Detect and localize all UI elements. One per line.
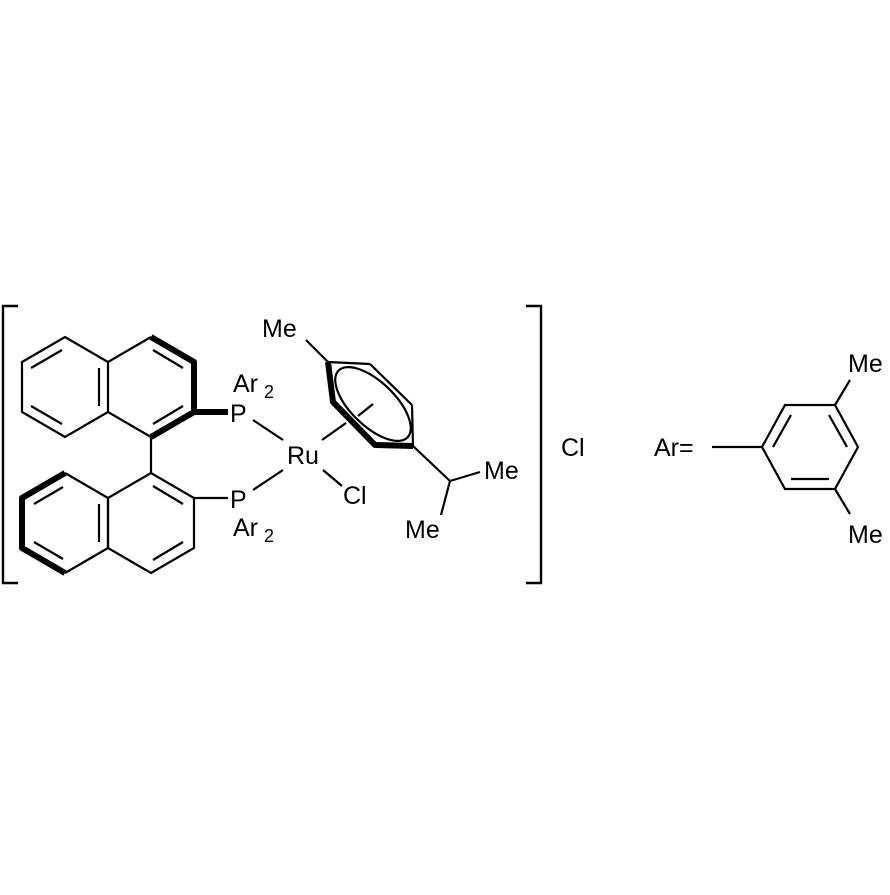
upper-naphthyl-ring-a	[20, 335, 110, 439]
ar-text: Ar	[233, 370, 258, 398]
upper-par2-label: Ar 2 P	[230, 370, 274, 428]
aryl-methyl-bond-top	[834, 379, 851, 406]
dimethylphenyl-ring	[760, 403, 860, 491]
methyl-label: Me	[848, 350, 883, 378]
isopropyl-group	[412, 445, 481, 516]
p-ru-bond-upper	[252, 419, 284, 441]
phosphorus-label: P	[230, 400, 247, 428]
upper-naphthyl-ring-b	[107, 334, 197, 440]
chloride-ligand-label: Cl	[343, 482, 367, 510]
lower-par2-label: P Ar 2	[230, 486, 274, 546]
methyl-label: Me	[848, 521, 883, 549]
p-cymene-ring	[325, 360, 415, 449]
methyl-label: Me	[484, 457, 519, 485]
ru-arene-bond	[321, 422, 347, 441]
subscript-2: 2	[264, 526, 274, 546]
lower-naphthyl-ring-a	[19, 470, 110, 576]
ru-cl-bond	[322, 469, 343, 487]
phosphorus-label: P	[230, 486, 247, 514]
cymene-methyl-bond	[305, 339, 329, 363]
methyl-label: Me	[405, 516, 440, 544]
p-ru-bond-lower	[252, 469, 284, 491]
right-bracket	[526, 304, 543, 585]
aryl-methyl-bond-bottom	[834, 488, 851, 515]
ar-text: Ar	[233, 514, 258, 542]
left-bracket	[1, 304, 18, 585]
chloride-counterion-label: Cl	[561, 434, 585, 462]
ar-definition-label: Ar=	[654, 434, 694, 462]
methyl-label: Me	[262, 315, 297, 343]
subscript-2: 2	[264, 382, 274, 402]
lower-naphthyl-ring-b	[106, 471, 196, 575]
ruthenium-label: Ru	[287, 442, 319, 470]
